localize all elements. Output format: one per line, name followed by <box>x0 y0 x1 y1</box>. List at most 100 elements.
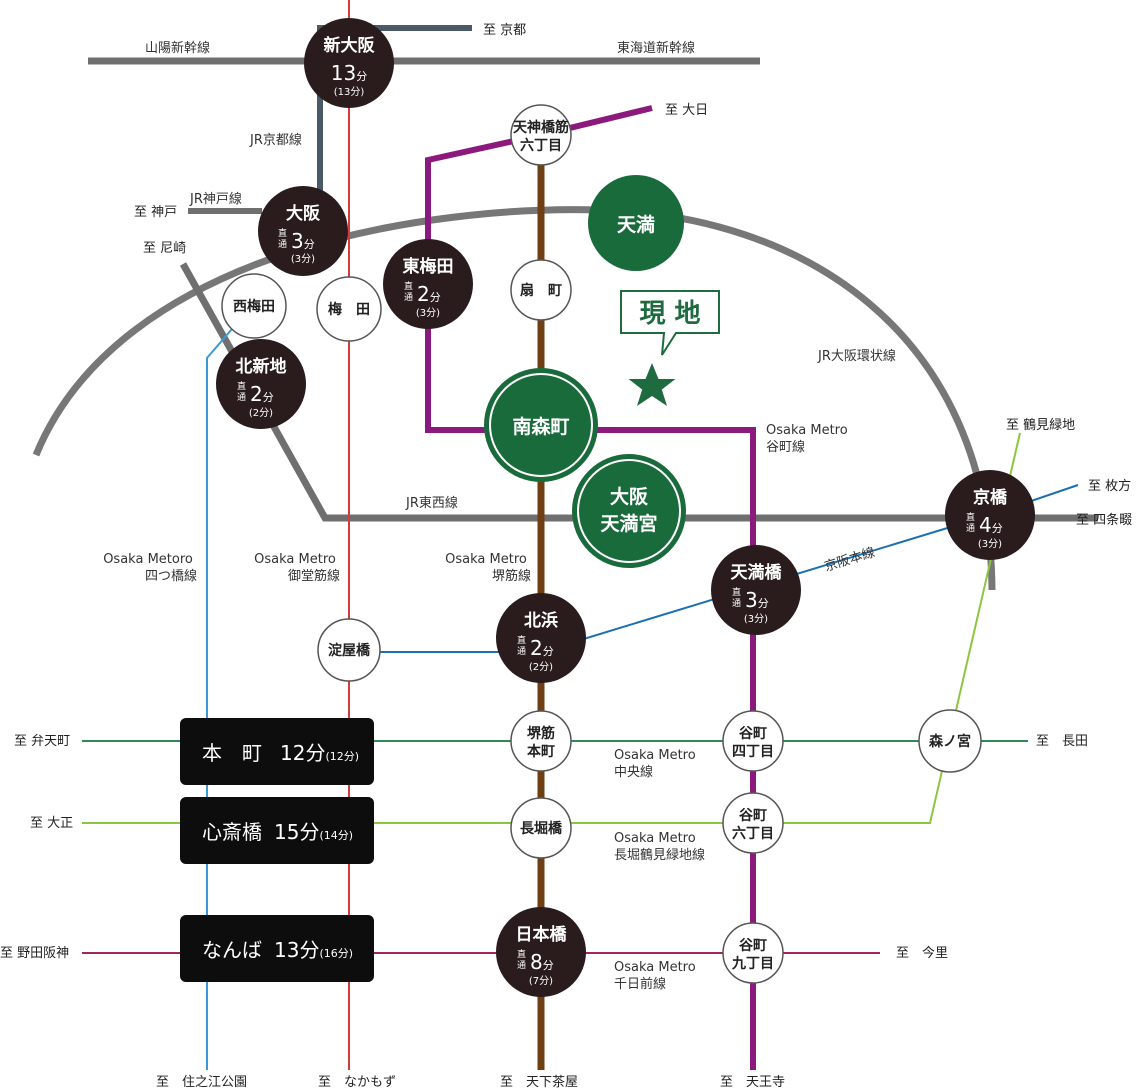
label-yotsubashi-1: Osaka Metoro <box>103 552 193 567</box>
destinations: 至 京都 至 大日 至 神戸 至 尼崎 至 鶴見緑地 至 枚方 至 四条畷 至 … <box>0 23 1132 1090</box>
station-umeda: 梅 田 <box>316 276 382 342</box>
station-kitahama-note: (2分) <box>529 661 553 673</box>
white-stations: 天神橋筋 六丁目 扇 町 西梅田 梅 田 淀屋橋 堺筋 本町 長堀橋 <box>221 104 982 984</box>
station-shin-osaka-name: 新大阪 <box>324 35 375 56</box>
label-sennichimae-1: Osaka Metro <box>614 960 696 975</box>
station-yodoyabashi-label: 淀屋橋 <box>328 642 371 659</box>
label-nagahori-2: 長堀鶴見緑地線 <box>614 847 705 863</box>
dest-imazato: 至 今里 <box>896 945 948 961</box>
station-osaka: 大阪 直 通 3分 (3分) <box>258 186 348 276</box>
label-jr-tozai: JR東西線 <box>405 495 458 511</box>
station-temmabashi-unit: 分 <box>758 597 769 610</box>
label-sakaisuji-1: Osaka Metro <box>445 552 527 567</box>
label-midosuji-2: 御堂筋線 <box>288 568 340 584</box>
station-yodoyabashi: 淀屋橋 <box>317 618 381 682</box>
station-morinomiya-label: 森ノ宮 <box>929 733 971 750</box>
station-kitahama-direct1: 直 <box>517 634 526 646</box>
station-osaka-direct1: 直 <box>278 227 287 239</box>
station-osaka-tenmangu-l1: 大阪 <box>610 485 649 508</box>
station-nipponbashi-time: 8分 <box>530 950 554 974</box>
label-jr-kyoto: JR京都線 <box>249 132 302 148</box>
station-kyobashi-name: 京橋 <box>973 487 1008 508</box>
station-tenjinbashi: 天神橋筋 六丁目 <box>510 104 572 166</box>
station-nishiumeda: 西梅田 <box>221 273 287 339</box>
station-nipponbashi-unit: 分 <box>543 959 554 972</box>
station-tanimachi9-l1: 谷町 <box>739 938 767 954</box>
station-nishiumeda-label: 西梅田 <box>233 298 275 315</box>
station-temmabashi-time: 3分 <box>745 588 769 612</box>
label-sennichimae-2: 千日前線 <box>614 976 666 992</box>
line-jr-tozai <box>179 262 1098 522</box>
label-jr-kobe: JR神戸線 <box>189 191 242 207</box>
station-tanimachi4: 谷町 四丁目 <box>722 710 784 772</box>
label-yotsubashi: Osaka Metoro 四つ橋線 <box>103 552 197 584</box>
label-midosuji: Osaka Metro 御堂筋線 <box>254 552 340 584</box>
station-tenma-label: 天満 <box>617 214 655 236</box>
station-nagahoribashi-label: 長堀橋 <box>520 820 563 837</box>
label-nagahori-1: Osaka Metro <box>614 831 696 846</box>
station-tenma: 天満 <box>588 175 684 271</box>
label-nagahori: Osaka Metro 長堀鶴見緑地線 <box>614 831 705 863</box>
station-tanimachi9: 谷町 九丁目 <box>722 922 784 984</box>
station-nipponbashi-name: 日本橋 <box>516 924 568 945</box>
station-higashi-umeda-name: 東梅田 <box>403 256 454 277</box>
station-tanimachi6: 谷町 六丁目 <box>722 792 784 854</box>
dest-kobe: 至 神戸 <box>134 205 177 220</box>
station-nipponbashi: 日本橋 直 通 8分 (7分) <box>496 907 586 997</box>
dest-nagata: 至 長田 <box>1036 734 1088 749</box>
label-jr-loop: JR大阪環状線 <box>817 348 896 364</box>
station-temmabashi-note: (3分) <box>744 613 768 625</box>
box-hommachi-note: (12分) <box>325 750 359 763</box>
station-osaka-tenmangu-l2: 天満宮 <box>600 512 657 535</box>
station-shin-osaka-note: (13分) <box>334 86 365 98</box>
station-nipponbashi-direct2: 通 <box>517 960 526 971</box>
station-kitahama-unit: 分 <box>543 645 554 658</box>
station-tanimachi6-l1: 谷町 <box>739 808 767 824</box>
station-higashi-umeda-direct1: 直 <box>404 280 413 292</box>
label-tanimachi: Osaka Metro 谷町線 <box>766 423 852 455</box>
station-nipponbashi-note: (7分) <box>529 975 553 987</box>
station-shin-osaka-min: 13 <box>331 61 356 85</box>
station-osaka-note: (3分) <box>291 253 315 265</box>
station-kitahama-time: 2分 <box>530 636 554 660</box>
station-kitashinchi-time: 2分 <box>250 382 274 406</box>
green-stations: 天満 南森町 大阪 天満宮 <box>484 175 686 568</box>
station-kitahama-name: 北浜 <box>524 611 558 631</box>
dest-taisho: 至 大正 <box>30 816 73 831</box>
label-sanyo: 山陽新幹線 <box>145 40 210 56</box>
station-higashi-umeda: 東梅田 直 通 2分 (3分) <box>383 239 473 329</box>
box-namba-min: 13分 <box>274 938 319 962</box>
box-shinsaibashi-min: 15分 <box>274 820 319 844</box>
box-namba-name: なんば <box>202 938 262 962</box>
station-sakaisuji-hommachi: 堺筋 本町 <box>510 710 572 772</box>
station-tanimachi6-l2: 六丁目 <box>732 825 774 842</box>
line-labels: 山陽新幹線 東海道新幹線 JR京都線 JR神戸線 JR大阪環状線 JR東西線 O… <box>103 40 896 992</box>
dest-shijonawate: 至 四条畷 <box>1076 512 1132 528</box>
station-nagahoribashi: 長堀橋 <box>510 797 572 859</box>
station-osaka-tenmangu: 大阪 天満宮 <box>572 454 686 568</box>
station-higashi-umeda-note: (3分) <box>416 307 440 319</box>
line-tanimachi <box>425 105 756 1070</box>
dest-tengachaya: 至 天下茶屋 <box>500 1074 578 1090</box>
label-chuo-2: 中央線 <box>614 764 653 780</box>
station-ogimachi: 扇 町 <box>510 259 572 321</box>
station-temmabashi-name: 天満橋 <box>731 562 783 583</box>
dest-kyoto: 至 京都 <box>483 23 526 38</box>
station-tenjinbashi-l2: 六丁目 <box>520 137 562 154</box>
station-nipponbashi-direct1: 直 <box>517 948 526 960</box>
genchi-star-icon <box>628 363 676 406</box>
label-chuo: Osaka Metro 中央線 <box>614 748 700 780</box>
line-layer <box>32 0 1098 1070</box>
label-keihan: 京阪本線 <box>822 544 876 575</box>
station-osaka-min: 3 <box>291 229 304 253</box>
station-higashi-umeda-direct2: 通 <box>404 292 413 303</box>
genchi-label: 現 地 <box>639 299 700 329</box>
dest-nodahanshin: 至 野田阪神 <box>0 946 69 961</box>
station-kitashinchi-direct2: 通 <box>237 392 246 403</box>
label-chuo-1: Osaka Metro <box>614 748 696 763</box>
